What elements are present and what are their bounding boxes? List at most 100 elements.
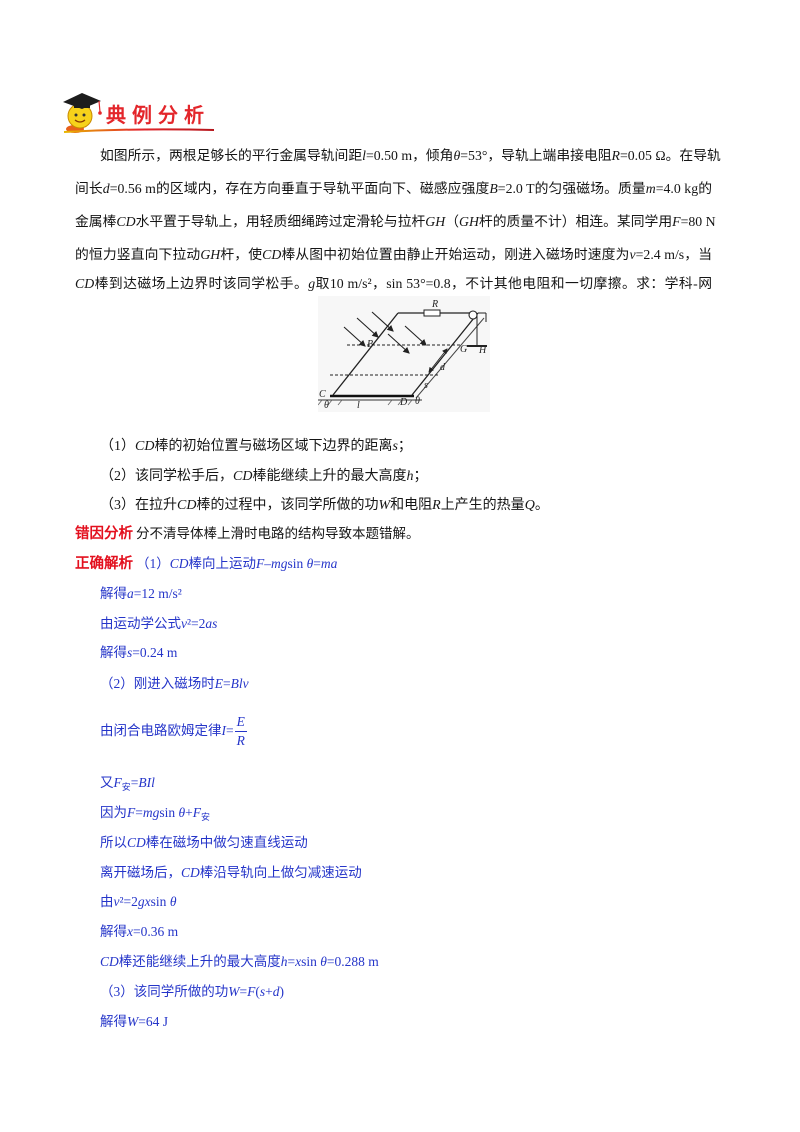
text-segment: 离开磁场后， <box>100 865 181 880</box>
text-segment: =0.24 m <box>132 645 178 660</box>
variable: h <box>406 469 414 484</box>
variable: v <box>629 247 636 262</box>
text-segment: ( <box>255 984 260 999</box>
text-segment: ²=2 <box>187 616 206 631</box>
solution-step: 因为F=mgsin θ+F安 <box>100 803 210 823</box>
text-segment: = <box>226 723 234 738</box>
text-segment: （1） <box>136 556 170 571</box>
variable: m <box>645 181 656 196</box>
variable: F <box>256 556 265 571</box>
text-segment: 棒到达磁场上边界时该同学松手。 <box>94 276 309 291</box>
text-segment: 棒还能继续上升的最大高度 <box>118 954 281 969</box>
text-segment: 又 <box>100 775 114 790</box>
text-segment: ) <box>279 984 285 999</box>
text-segment: （3）在拉升 <box>100 498 177 513</box>
solution-step: 所以CD棒在磁场中做匀速直线运动 <box>100 833 308 853</box>
variable: CD <box>177 498 197 513</box>
text-segment: （1） <box>100 439 135 454</box>
variable: θ <box>306 556 314 571</box>
variable: Blv <box>230 676 249 691</box>
text-segment: 棒的初始位置与磁场区域下边界的距离 <box>154 439 393 454</box>
label-D: D <box>399 397 408 408</box>
variable: CD <box>233 469 253 484</box>
problem-line: 如图所示，两根足够长的平行金属导轨间距l=0.50 m，倾角θ=53°，导轨上端… <box>100 146 721 166</box>
variable: gx <box>137 894 151 909</box>
text-segment: 棒沿导轨向上做匀减速运动 <box>199 865 362 880</box>
text-segment: =4.0 kg的 <box>655 181 712 196</box>
text-segment: 和电阻 <box>390 498 433 513</box>
solution-step: （2）刚进入磁场时E=Blv <box>100 674 249 694</box>
problem-line: CD棒到达磁场上边界时该同学松手。g取10 m/s²，sin 53°=0.8，不… <box>75 274 712 294</box>
text-segment: + <box>265 984 273 999</box>
variable: BIl <box>138 775 155 790</box>
error-analysis-label: 错因分析 <box>75 526 133 542</box>
solution-header: 正确解析（1）CD棒向上运动F–mgsin θ=ma <box>75 554 337 575</box>
variable: v <box>113 894 120 909</box>
variable: W <box>127 1014 139 1029</box>
text-segment: = <box>135 805 143 820</box>
text-segment: ； <box>413 469 428 484</box>
problem-line: 间长d=0.56 m的区域内，存在方向垂直于导轨平面向下、磁感应强度B=2.0 … <box>75 179 712 199</box>
text-segment: =0.36 m <box>133 924 179 939</box>
variable: a <box>127 586 134 601</box>
variable: CD <box>100 954 119 969</box>
variable: E <box>214 676 223 691</box>
solution-step: 解得x=0.36 m <box>100 922 178 942</box>
text-segment: 杆，使 <box>220 247 263 262</box>
text-segment: 水平置于导轨上，用轻质细绳跨过定滑轮与拉杆 <box>135 214 426 229</box>
label-H: H <box>478 345 487 356</box>
solution-step: （3）该同学所做的功W=F(s+d) <box>100 982 284 1002</box>
variable: R <box>432 498 441 513</box>
text-segment: 。 <box>534 498 549 513</box>
variable: Q <box>524 498 535 513</box>
text-segment: （2）该同学松手后， <box>100 469 233 484</box>
text-segment: 的恒力竖直向下拉动 <box>75 247 201 262</box>
variable: θ <box>453 148 461 163</box>
text-segment: 解得 <box>100 645 127 660</box>
variable: GH <box>459 214 479 229</box>
text-segment: （2）刚进入磁场时 <box>100 676 215 691</box>
variable: B <box>489 181 498 196</box>
label-C: C <box>319 389 326 400</box>
text-segment: =0.288 m <box>326 954 379 969</box>
text-segment: = <box>313 556 321 571</box>
text-segment: – <box>264 556 272 571</box>
text-segment: （ <box>445 214 460 229</box>
text-segment: 取10 m/s²，sin 53°=0.8，不计其他电阻和一切摩擦。求：学科-网 <box>315 276 712 291</box>
variable: v <box>181 616 187 631</box>
text-segment: = <box>130 775 139 790</box>
solution-step: 由运动学公式v²=2as <box>100 614 217 634</box>
text-segment: + <box>185 805 193 820</box>
variable: x <box>295 954 302 969</box>
text-segment: 如图所示，两根足够长的平行金属导轨间距 <box>100 148 363 163</box>
text-segment: =53°，导轨上端串接电阻 <box>460 148 612 163</box>
variable: d <box>102 181 110 196</box>
problem-line: 金属棒CD水平置于导轨上，用轻质细绳跨过定滑轮与拉杆GH（GH杆的质量不计）相连… <box>75 212 716 232</box>
variable: R <box>611 148 620 163</box>
variable: s <box>392 439 398 454</box>
text-segment: 所以 <box>100 835 127 850</box>
solution-first-line: （1）CD棒向上运动F–mgsin θ=ma <box>136 556 337 571</box>
label-d: d <box>440 362 446 373</box>
variable: CD <box>169 556 189 571</box>
variable: F <box>127 805 136 820</box>
text-segment: 棒能继续上升的最大高度 <box>252 469 407 484</box>
subscript: 安 <box>201 812 211 822</box>
variable: s <box>127 645 133 660</box>
label-theta: θ <box>415 396 420 407</box>
variable: θ <box>178 805 186 820</box>
variable: GH <box>200 247 221 262</box>
variable: CD <box>116 214 136 229</box>
question-2: （2）该同学松手后，CD棒能继续上升的最大高度h； <box>100 467 427 487</box>
text-segment: 棒在磁场中做匀速直线运动 <box>145 835 308 850</box>
text-segment: =0.05 Ω。在导轨 <box>619 148 721 163</box>
text-segment: 棒的过程中，该同学所做的功 <box>196 498 379 513</box>
solution-step: 解得a=12 m/s² <box>100 584 182 604</box>
variable: mg <box>271 556 288 571</box>
variable: g <box>308 276 316 291</box>
fraction-denominator: R <box>236 733 245 749</box>
label-G: G <box>460 344 467 355</box>
variable: F <box>113 775 122 790</box>
variable: W <box>228 984 240 999</box>
incline-rail-diagram: R B G H d s C D l θ θ <box>318 296 490 412</box>
